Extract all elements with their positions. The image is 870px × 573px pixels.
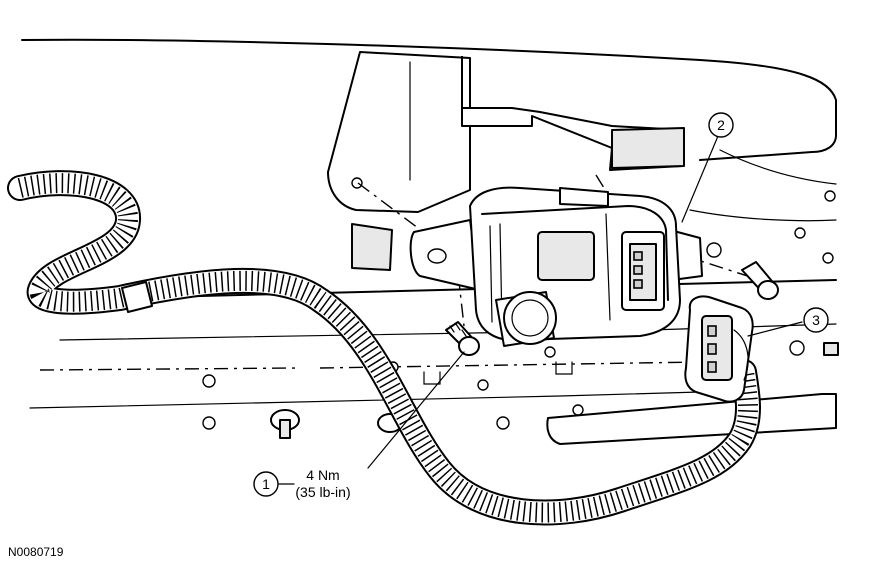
callout-1: 1: [253, 471, 279, 497]
stud-boss-left: [270, 409, 300, 439]
bolt-1: [445, 321, 480, 356]
callout-3-label: 3: [812, 312, 820, 328]
panel-clip-slot-1: [423, 371, 441, 385]
leader-line-1: [367, 351, 465, 469]
flange-slot: [427, 248, 447, 264]
module-label-pad: [537, 231, 595, 281]
panel-contour-2: [29, 391, 701, 409]
bolt-2: [741, 261, 779, 300]
callout-1-label: 1: [262, 476, 270, 492]
torque-metric: 4 Nm: [306, 467, 339, 483]
panel-clip-slot-2: [555, 361, 573, 375]
module-connector-socket: [621, 231, 665, 311]
mounting-bracket: [327, 51, 471, 213]
figure-id: N0080719: [8, 545, 64, 559]
callout-2-label: 2: [717, 117, 725, 133]
bracket-clip: [351, 223, 393, 271]
panel-right-rib: [689, 149, 837, 222]
wiring-harness-corrugation: [17, 173, 758, 523]
leader-line-3: [747, 321, 803, 337]
module-top-tab: [559, 187, 609, 207]
harness-clip: [121, 281, 153, 313]
panel-clip: [823, 342, 839, 356]
torque-imperial: (35 lb-in): [295, 484, 350, 500]
module-housing-edge: [481, 205, 669, 301]
callout-3: 3: [803, 307, 829, 333]
motor-housing: [495, 291, 557, 347]
bracket-hole: [351, 177, 363, 189]
leader-line-2: [681, 135, 719, 223]
panel-outline: [21, 38, 837, 161]
callout-2: 2: [708, 112, 734, 138]
harness-connector: [684, 295, 754, 403]
panel-bottom-channel: [546, 393, 837, 445]
alignment-line-1: [357, 182, 419, 229]
bracket-end-cap: [611, 127, 685, 169]
